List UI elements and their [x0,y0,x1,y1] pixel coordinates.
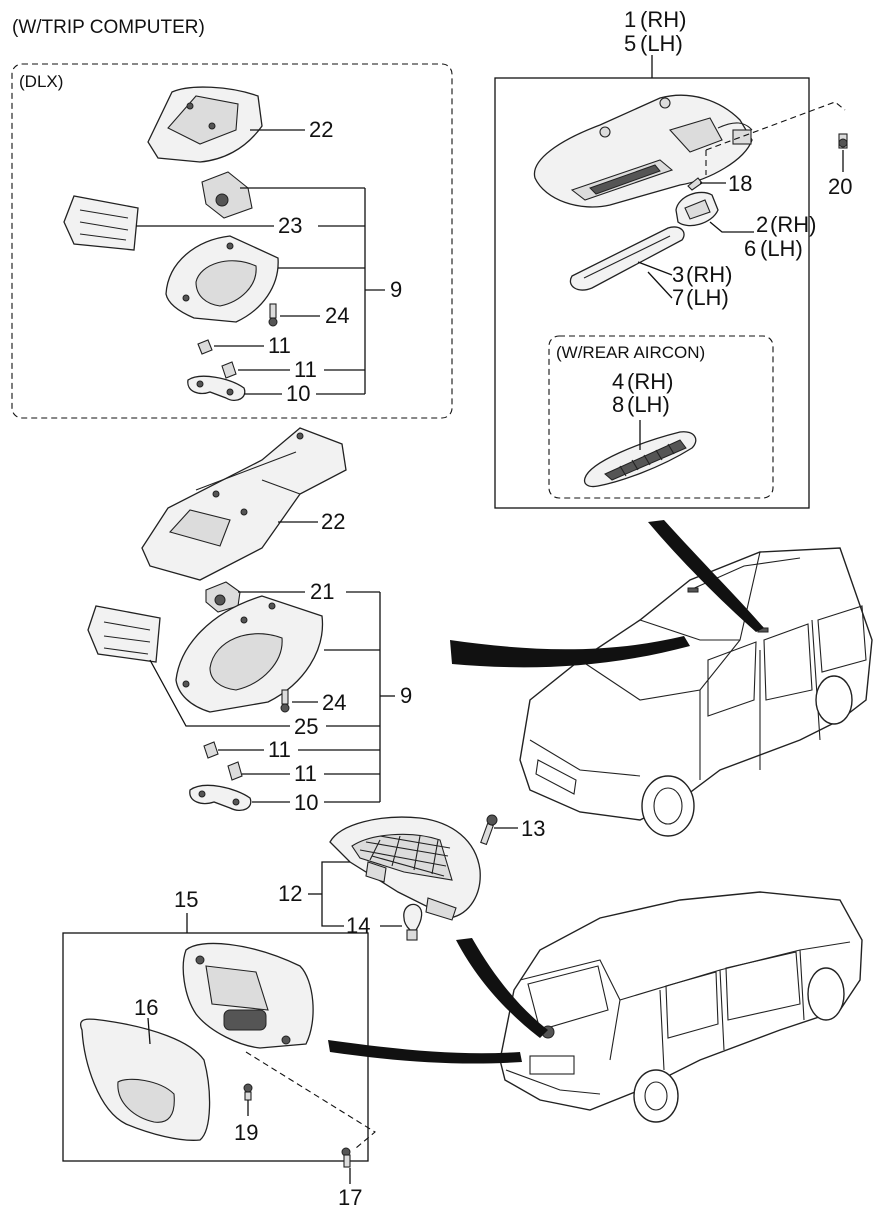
label-dlx-11b: 11 [294,357,317,382]
label-dlx-24: 24 [325,303,349,328]
label-std-11a: 11 [268,737,291,762]
label-6: 6 [744,236,756,261]
std-screw-24 [280,689,290,713]
van-rear-view [499,891,863,1123]
label-18: 18 [728,171,752,196]
screw-17 [341,1147,351,1168]
label-dlx-9: 9 [390,277,402,302]
dlx-screw-24 [268,303,278,327]
dlx-console-bracket [165,235,279,323]
label-5: 5 [624,31,636,56]
label-7: 7 [672,285,684,310]
room-lamp-lens-16 [80,1018,211,1141]
label-16: 16 [134,995,158,1020]
label-6-lh: (LH) [760,236,803,261]
label-19: 19 [234,1120,258,1145]
label-5-lh: (LH) [640,31,683,56]
caption-trip-computer: (W/TRIP COMPUTER) [12,17,205,38]
label-15: 15 [174,887,198,912]
label-std-9: 9 [400,683,412,708]
label-8-lh: (LH) [627,392,670,417]
dlx-switch [201,171,253,219]
pointer-arrow-rear-1 [328,1040,522,1064]
label-17: 17 [338,1185,362,1210]
std-trip-computer [87,605,161,663]
dlx-bracket-10 [187,375,246,402]
lens-2-6 [675,191,719,227]
label-1-rh: (RH) [640,7,686,32]
label-7-lh: (LH) [686,285,729,310]
label-std-10: 10 [294,790,318,815]
label-3: 3 [672,262,684,287]
label-14: 14 [346,913,370,938]
rear-aircon-frame [548,335,774,499]
std-bracket-10 [189,784,252,812]
van-front-view [519,547,873,837]
label-12: 12 [278,881,302,906]
cover-3-7 [569,226,685,291]
dlx-clip-11a [197,339,213,355]
caption-dlx: (DLX) [19,72,63,91]
label-std-21: 21 [310,579,334,604]
label-std-24: 24 [322,690,346,715]
overhead-console-part [533,94,753,208]
std-clip-11b [227,761,243,781]
dlx-group-frame [11,63,453,419]
std-console-bracket [175,595,324,713]
std-console-cover-22 [141,427,347,581]
label-4: 4 [612,369,624,394]
label-dlx-10: 10 [286,381,310,406]
screw-20 [838,133,848,149]
label-2: 2 [756,212,768,237]
label-dlx-22: 22 [309,117,333,142]
label-std-25: 25 [294,714,318,739]
dlx-clip-11b [221,361,237,379]
screw-13 [480,814,498,846]
high-mount-stop-lamp [329,816,481,921]
label-2-rh: (RH) [770,212,816,237]
rear-aircon-vent [583,431,697,488]
dlx-trip-computer-23 [63,195,139,251]
dlx-console-cover-22 [147,86,263,163]
caption-rear-aircon: (W/REAR AIRCON) [556,343,705,362]
label-20: 20 [828,174,852,199]
room-lamp-housing [182,942,314,1049]
pointer-arrow-front-2 [648,520,764,632]
pointer-arrow-front-1 [450,636,690,668]
label-dlx-11a: 11 [268,333,291,358]
bulb-14 [403,903,423,941]
label-8: 8 [612,392,624,417]
std-switch-21 [205,581,241,613]
label-std-22: 22 [321,509,345,534]
label-dlx-23: 23 [278,213,302,238]
label-1: 1 [624,7,636,32]
screw-19 [243,1083,253,1101]
label-13: 13 [521,816,545,841]
std-clip-11a [203,741,219,759]
pointer-arrow-rear-2 [456,938,548,1038]
label-std-11b: 11 [294,761,317,786]
label-4-rh: (RH) [627,369,673,394]
label-3-rh: (RH) [686,262,732,287]
